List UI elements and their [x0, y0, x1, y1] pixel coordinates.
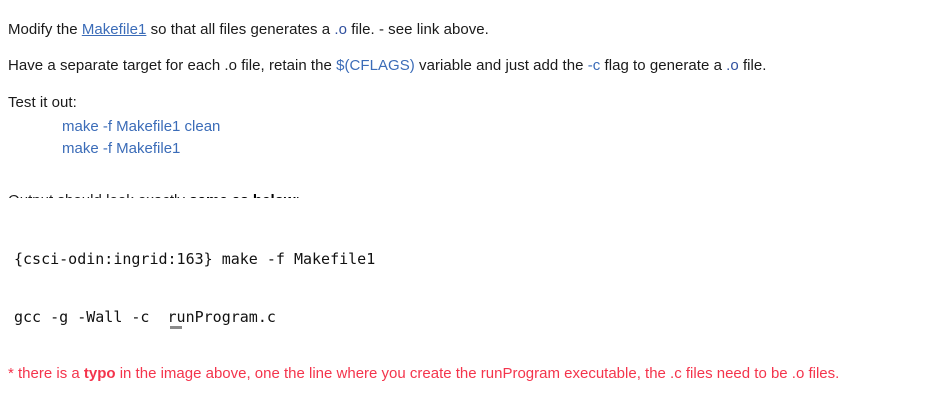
paragraph-test-it-out: Test it out: [8, 94, 77, 111]
text-segment: file. - see link above. [346, 21, 489, 38]
command-block: make -f Makefile1 clean make -f Makefile… [62, 116, 220, 160]
terminal-line: gcc -g -Wall -c runProgram.c [14, 308, 276, 327]
command-line: make -f Makefile1 [62, 140, 181, 157]
text-segment: file. [738, 57, 767, 74]
makefile1-link[interactable]: Makefile1 [81, 21, 147, 38]
terminal-output-image: {csci-odin:ingrid:163} make -f Makefile1… [0, 198, 937, 338]
dot-o-code: .o [334, 21, 347, 38]
text-segment: in the image above, one the line where y… [115, 365, 840, 382]
text-segment: Modify the [8, 21, 82, 38]
paragraph-instruction-makefile: Modify the Makefile1 so that all files g… [8, 20, 489, 39]
text-segment: Have a separate target for each .o file,… [8, 57, 337, 74]
terminal-lines: {csci-odin:ingrid:163} make -f Makefile1… [14, 212, 583, 338]
footnote-typo-warning: * there is a typo in the image above, on… [8, 363, 933, 385]
text-segment: * there is a [8, 365, 84, 382]
c-flag-code: -c [587, 57, 601, 74]
terminal-line: {csci-odin:ingrid:163} make -f Makefile1 [14, 250, 376, 269]
command-line: make -f Makefile1 clean [62, 118, 221, 135]
paragraph-instruction-targets: Have a separate target for each .o file,… [8, 56, 767, 75]
emphasis-typo: typo [83, 365, 116, 382]
cflags-variable: $(CFLAGS) [336, 57, 415, 74]
text-segment: so that all files generates a [146, 21, 335, 38]
text-segment: variable and just add the [414, 57, 588, 74]
terminal-clipped-bottom-artifact [170, 326, 182, 329]
text-segment: flag to generate a [600, 57, 727, 74]
dot-o-code: .o [726, 57, 739, 74]
